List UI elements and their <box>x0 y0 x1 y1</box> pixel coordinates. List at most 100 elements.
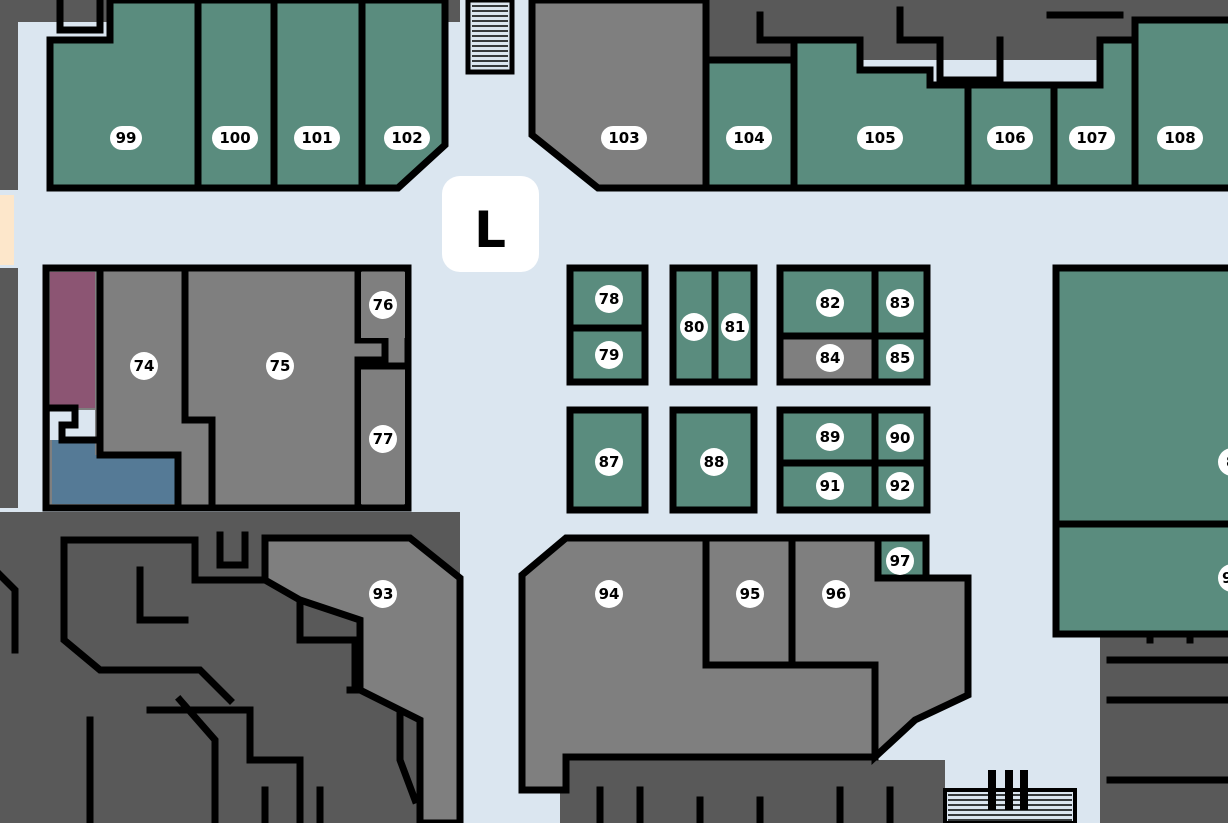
svg-text:103: 103 <box>608 129 639 147</box>
unit-label[interactable]: 96 <box>822 580 850 608</box>
unit-101-shape[interactable] <box>270 0 366 192</box>
svg-text:85: 85 <box>890 349 911 367</box>
unit-label[interactable]: 92 <box>886 472 914 500</box>
unit-label[interactable]: 83 <box>886 289 914 317</box>
unit-label[interactable]: 91 <box>816 472 844 500</box>
svg-text:92: 92 <box>890 477 911 495</box>
unit-100-shape[interactable] <box>194 0 278 192</box>
svg-text:74: 74 <box>134 357 155 375</box>
svg-text:96: 96 <box>826 585 847 603</box>
svg-text:106: 106 <box>994 129 1025 147</box>
unit-label[interactable]: 81 <box>721 313 749 341</box>
level-marker[interactable]: L <box>442 176 539 272</box>
unit-99-shape[interactable] <box>46 0 202 192</box>
purple-area <box>50 272 95 408</box>
svg-text:78: 78 <box>599 290 620 308</box>
unit-labels: 99 100 101 102 103 104 105 106 107 108 7… <box>110 126 1228 608</box>
unit-label[interactable]: 107 <box>1069 126 1115 150</box>
svg-text:75: 75 <box>270 357 291 375</box>
unit-label[interactable]: 77 <box>369 425 397 453</box>
unit-label[interactable]: 75 <box>266 352 294 380</box>
unit-label[interactable]: 103 <box>601 126 647 150</box>
unit-label[interactable]: 82 <box>816 289 844 317</box>
unit-label[interactable]: 101 <box>294 126 340 150</box>
unit-label[interactable]: 85 <box>886 344 914 372</box>
unit-87-shape[interactable] <box>566 406 649 514</box>
svg-text:95: 95 <box>740 585 761 603</box>
unit-85-shape[interactable] <box>871 332 931 386</box>
unit-105-shape[interactable] <box>790 36 972 192</box>
svg-text:81: 81 <box>725 318 746 336</box>
svg-text:82: 82 <box>820 294 841 312</box>
left-block-walls-2 <box>181 264 216 512</box>
svg-text:89: 89 <box>820 428 841 446</box>
svg-text:90: 90 <box>890 429 911 447</box>
level-marker-label: L <box>474 201 506 259</box>
left-block-walls <box>96 264 182 512</box>
level-marker-icon <box>442 176 539 272</box>
svg-text:79: 79 <box>599 346 620 364</box>
svg-text:77: 77 <box>373 430 394 448</box>
unit-9-shape[interactable] <box>1052 520 1228 638</box>
unit-8-shape[interactable] <box>1052 264 1228 528</box>
unit-label[interactable]: 90 <box>886 424 914 452</box>
unit-93-shape[interactable] <box>261 534 464 823</box>
svg-text:107: 107 <box>1076 129 1107 147</box>
unit-label[interactable]: 104 <box>726 126 772 150</box>
svg-text:9: 9 <box>1222 569 1228 587</box>
stairs-bottom <box>943 770 1077 823</box>
unit-label[interactable]: 99 <box>110 126 142 150</box>
unit-label[interactable]: 108 <box>1157 126 1203 150</box>
unit-label[interactable]: 78 <box>595 285 623 313</box>
svg-text:91: 91 <box>820 477 841 495</box>
svg-text:108: 108 <box>1164 129 1195 147</box>
svg-text:105: 105 <box>864 129 895 147</box>
unit-label[interactable]: 89 <box>816 423 844 451</box>
svg-text:97: 97 <box>890 552 911 570</box>
left-block-walls-4 <box>42 404 99 444</box>
left-block-walls-3 <box>354 264 389 512</box>
unit-104-shape[interactable] <box>702 56 798 192</box>
svg-text:93: 93 <box>373 585 394 603</box>
service-area-bottom-middle <box>560 760 945 823</box>
svg-text:76: 76 <box>373 296 394 314</box>
svg-text:100: 100 <box>219 129 250 147</box>
unit-84-shape[interactable] <box>776 332 879 386</box>
stairs-top <box>465 0 515 75</box>
left-entrance <box>0 195 14 265</box>
unit-103-shape[interactable] <box>528 0 710 192</box>
unit-label[interactable]: 84 <box>816 344 844 372</box>
svg-text:83: 83 <box>890 294 911 312</box>
svg-text:8: 8 <box>1226 453 1228 471</box>
unit-91-shape[interactable] <box>776 459 879 514</box>
unit-label[interactable]: 100 <box>212 126 258 150</box>
service-area-right-bottom <box>1100 635 1228 823</box>
svg-text:104: 104 <box>733 129 764 147</box>
unit-78-shape[interactable] <box>566 264 649 332</box>
unit-label[interactable]: 76 <box>369 291 397 319</box>
service-area-left-middle <box>0 268 18 508</box>
unit-label[interactable]: 74 <box>130 352 158 380</box>
svg-text:102: 102 <box>391 129 422 147</box>
svg-text:80: 80 <box>684 318 705 336</box>
unit-label[interactable]: 87 <box>595 448 623 476</box>
unit-label[interactable]: 97 <box>886 547 914 575</box>
unit-label[interactable]: 9 <box>1218 564 1228 592</box>
unit-label[interactable]: 8 <box>1218 448 1228 476</box>
unit-label[interactable]: 80 <box>680 313 708 341</box>
unit-label[interactable]: 88 <box>700 448 728 476</box>
unit-label[interactable]: 93 <box>369 580 397 608</box>
svg-text:87: 87 <box>599 453 620 471</box>
unit-label[interactable]: 106 <box>987 126 1033 150</box>
unit-108-shape[interactable] <box>1131 16 1228 192</box>
unit-label[interactable]: 94 <box>595 580 623 608</box>
svg-text:99: 99 <box>116 129 137 147</box>
svg-text:94: 94 <box>599 585 620 603</box>
unit-label[interactable]: 105 <box>857 126 903 150</box>
unit-label[interactable]: 95 <box>736 580 764 608</box>
unit-label[interactable]: 79 <box>595 341 623 369</box>
unit-102-shape[interactable] <box>358 0 449 192</box>
unit-label[interactable]: 102 <box>384 126 430 150</box>
svg-text:88: 88 <box>704 453 725 471</box>
